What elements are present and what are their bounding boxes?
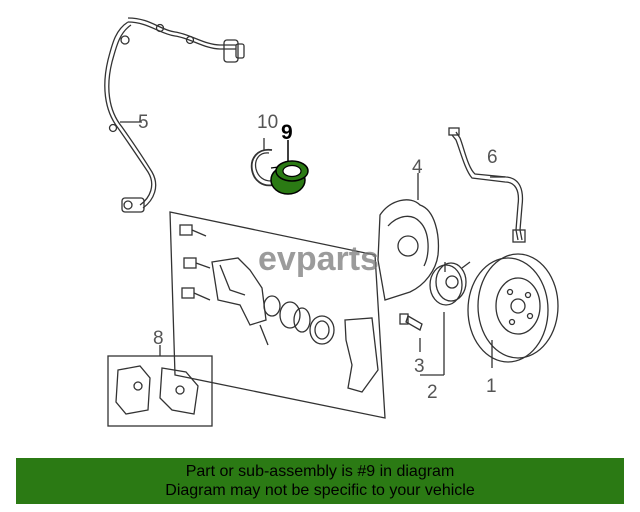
watermark: evparts (258, 240, 379, 278)
callout-5: 5 (138, 112, 149, 133)
hub-bolt (399, 313, 444, 376)
callout-6: 6 (487, 147, 498, 168)
banner-line-1: Part or sub-assembly is #9 in diagram (185, 463, 455, 480)
callout-8: 8 (153, 328, 164, 349)
caliper-bolts (179, 224, 211, 301)
callout-2: 2 (427, 382, 438, 403)
callout-3: 3 (414, 356, 425, 377)
brake-rotor (467, 253, 559, 368)
brake-pads-box (107, 345, 213, 427)
banner-line-2: Diagram may not be specific to your vehi… (165, 482, 475, 499)
snap-ring (250, 138, 274, 187)
callout-9: 9 (281, 121, 293, 144)
caliper-panel (169, 211, 386, 419)
parts-diagram: evparts 5 10 9 4 6 8 3 2 1 (104, 17, 559, 427)
callout-1: 1 (486, 376, 497, 397)
callout-10: 10 (257, 112, 278, 133)
speed-sensor-harness (104, 17, 245, 213)
wheel-hub (429, 261, 471, 375)
dust-shield (377, 173, 440, 301)
brake-hose (448, 127, 526, 243)
callout-4: 4 (412, 157, 423, 178)
hub-bearing-highlighted (270, 140, 309, 195)
info-banner: Part or sub-assembly is #9 in diagram Di… (16, 458, 624, 504)
